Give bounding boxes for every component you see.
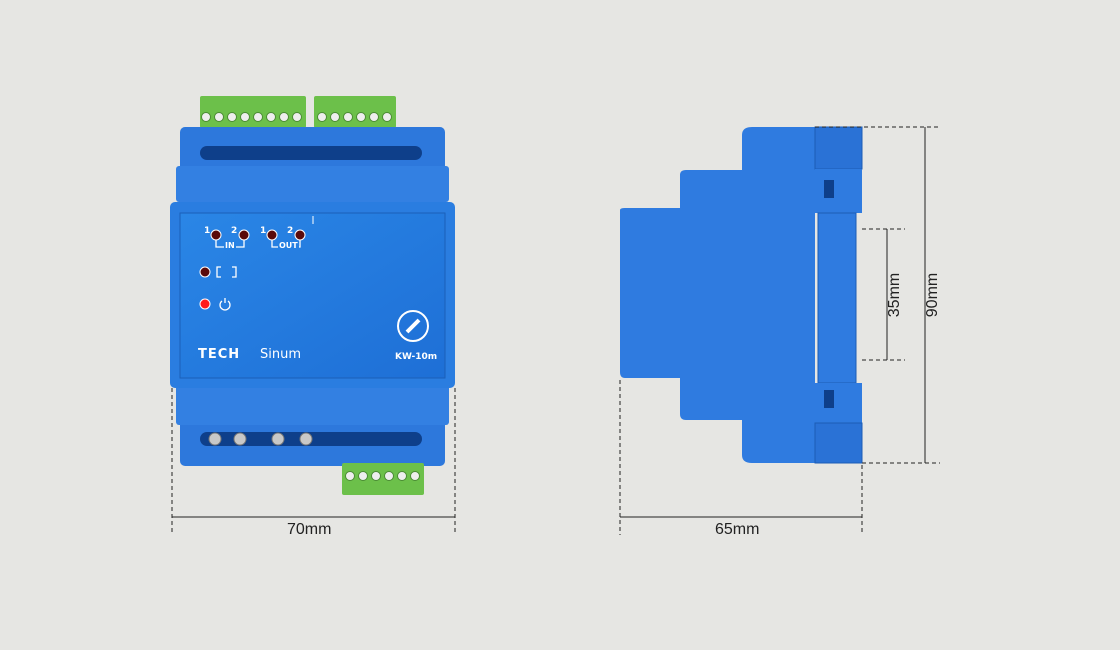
tech-logo: TECH [198,347,241,362]
out-1-label: 1 [260,226,267,236]
front-view-device [170,96,455,495]
top-terminal-block-left [200,96,306,128]
width-dimension-label: 70mm [287,521,332,538]
out-label: OUT [278,241,299,250]
bottom-terminal-block [342,463,424,495]
depth-dimension-label: 65mm [715,521,760,538]
dimension-lines [171,126,940,535]
model-label: KW-10m [395,352,438,362]
front-label [179,212,446,379]
in-label: IN [224,241,236,250]
side-view-device [620,126,863,464]
top-terminal-block-right [314,96,396,128]
bottom-screws [208,432,313,446]
rail-dimension-label: 35mm [886,272,904,318]
out-2-label: 2 [287,226,294,236]
sinum-logo: Sinum [260,347,302,362]
in-2-label: 2 [231,226,238,236]
in-1-label: 1 [204,226,211,236]
height-dimension-label: 90mm [924,272,942,318]
